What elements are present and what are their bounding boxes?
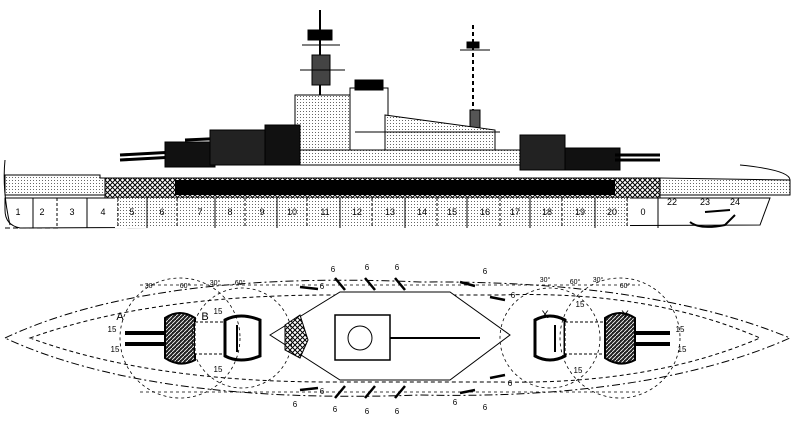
propeller-rudder bbox=[689, 209, 736, 228]
secondary-gun-calibre-label: 6 bbox=[293, 400, 298, 409]
compartment-label: 24 bbox=[730, 197, 740, 207]
aft-turrets-profile bbox=[519, 134, 660, 171]
main-gun-calibre-label: 15 bbox=[108, 325, 117, 334]
main-gun-calibre-label: 15 bbox=[576, 300, 585, 309]
compartment-label: 20 bbox=[607, 207, 617, 217]
compartment-label: 9 bbox=[259, 207, 264, 217]
compartment-label: 7 bbox=[197, 207, 202, 217]
compartment-label: 14 bbox=[417, 207, 427, 217]
compartment-label: 22 bbox=[667, 197, 677, 207]
secondary-gun-calibre-label: 6 bbox=[365, 407, 370, 416]
compartment-label: 15 bbox=[447, 207, 457, 217]
fore-mast bbox=[300, 10, 345, 100]
secondary-gun-calibre-label: 6 bbox=[320, 387, 325, 396]
compartment-label: 3 bbox=[69, 207, 74, 217]
firing-arc-label: 30° bbox=[210, 279, 221, 287]
main-gun-calibre-label: 15 bbox=[214, 307, 223, 316]
compartment-label: 0 bbox=[640, 207, 645, 217]
secondary-gun-calibre-label: 6 bbox=[395, 263, 400, 272]
compartment-label: 6 bbox=[159, 207, 164, 217]
deck-outline bbox=[3, 279, 792, 397]
superstructure bbox=[294, 79, 521, 166]
compartment-label: 12 bbox=[352, 207, 362, 217]
main-gun-calibre-label: 15 bbox=[676, 325, 685, 334]
compartment-label: 19 bbox=[575, 207, 585, 217]
compartment-label: 4 bbox=[100, 207, 105, 217]
compartment-label: 8 bbox=[227, 207, 232, 217]
main-gun-calibre-label: 15 bbox=[214, 365, 223, 374]
firing-arc-label: 30° bbox=[145, 282, 156, 290]
main-gun-calibre-label: 15 bbox=[111, 345, 120, 354]
firing-arc-label: 60° bbox=[235, 279, 246, 287]
secondary-gun-calibre-label: 6 bbox=[365, 263, 370, 272]
secondary-guns bbox=[299, 277, 506, 399]
compartment-label: 10 bbox=[287, 207, 297, 217]
secondary-gun-calibre-label: 6 bbox=[511, 291, 516, 300]
compartment-label: 17 bbox=[510, 207, 520, 217]
main-gun-calibre-label: 15 bbox=[678, 345, 687, 354]
firing-arc-label: 30° bbox=[593, 276, 604, 284]
turret-x bbox=[533, 314, 606, 362]
compartment-label: 1 bbox=[15, 207, 20, 217]
secondary-gun-calibre-label: 6 bbox=[395, 407, 400, 416]
secondary-gun-calibre-label: 6 bbox=[320, 282, 325, 291]
turret-label: X bbox=[541, 309, 549, 321]
firing-arcs bbox=[119, 277, 681, 399]
compartment-label: 2 bbox=[39, 207, 44, 217]
compartment-label: 18 bbox=[542, 207, 552, 217]
firing-arc-label: 30° bbox=[540, 276, 551, 284]
secondary-gun-calibre-label: 6 bbox=[483, 267, 488, 276]
firing-arc-label: 60° bbox=[570, 278, 581, 286]
turret-y bbox=[604, 312, 670, 365]
main-mast bbox=[460, 25, 490, 141]
compartment-label: 5 bbox=[129, 207, 134, 217]
turret-label: B bbox=[201, 311, 208, 323]
compartment-label: 16 bbox=[480, 207, 490, 217]
turret-b bbox=[223, 314, 262, 362]
armour-citadel bbox=[175, 180, 615, 195]
forward-turrets-profile bbox=[119, 124, 301, 168]
secondary-gun-calibre-label: 6 bbox=[508, 379, 513, 388]
turret-a bbox=[125, 312, 226, 365]
secondary-gun-calibre-label: 6 bbox=[483, 403, 488, 412]
secondary-gun-calibre-label: 6 bbox=[331, 265, 336, 274]
turret-label: Y bbox=[621, 309, 629, 321]
secondary-gun-calibre-label: 6 bbox=[333, 405, 338, 414]
compartment-label: 13 bbox=[385, 207, 395, 217]
secondary-gun-calibre-label: 6 bbox=[453, 398, 458, 407]
firing-arc-label: 60° bbox=[620, 282, 631, 290]
compartment-label: 23 bbox=[700, 197, 710, 207]
compartment-label: 11 bbox=[320, 207, 329, 217]
main-gun-calibre-label: 15 bbox=[574, 366, 583, 375]
firing-arc-label: 60° bbox=[180, 282, 191, 290]
turret-label: A bbox=[116, 311, 124, 323]
